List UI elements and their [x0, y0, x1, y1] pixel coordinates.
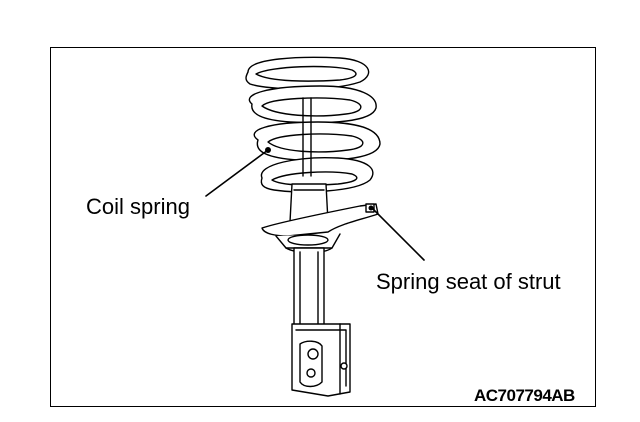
leader-spring-seat	[371, 207, 425, 261]
diagram-frame	[50, 47, 596, 407]
strut-tube	[293, 247, 325, 327]
leader-dot-coil	[265, 147, 271, 153]
leader-lines	[205, 149, 425, 261]
leader-dot-seat	[368, 205, 374, 211]
knuckle-bracket	[291, 323, 351, 397]
leader-coil-spring	[205, 149, 269, 197]
coil-spring-label: Coil spring	[86, 194, 190, 219]
figure-code: AC707794AB	[474, 386, 575, 405]
coil-spring	[245, 56, 381, 193]
spring-seat	[261, 203, 379, 254]
spring-seat-label: Spring seat of strut	[376, 269, 561, 294]
